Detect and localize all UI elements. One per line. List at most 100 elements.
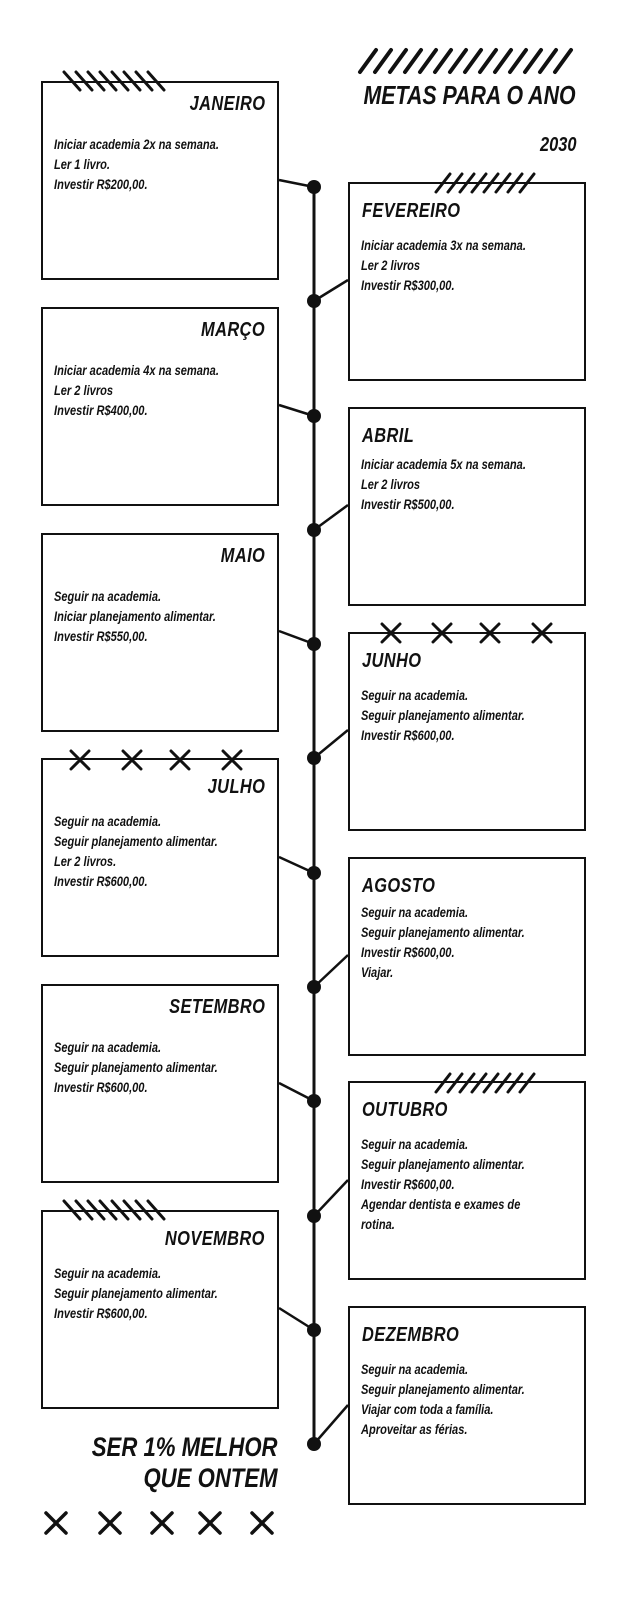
- goal-line: Seguir na academia.: [361, 1137, 469, 1152]
- month-title: MAIO: [220, 545, 265, 567]
- goal-line: Investir R$500,00.: [361, 497, 455, 512]
- month-goals: Seguir na academia. Seguir planejamento …: [361, 1135, 574, 1235]
- month-card-maio: MAIO Seguir na academia. Iniciar planeja…: [41, 533, 279, 732]
- goal-line: Seguir planejamento alimentar.: [54, 834, 218, 849]
- bottom-cross-icon: [44, 1511, 274, 1535]
- goal-line: Investir R$550,00.: [54, 629, 148, 644]
- month-goals: Seguir na academia. Seguir planejamento …: [361, 1360, 574, 1440]
- goal-line: Ler 1 livro.: [54, 157, 110, 172]
- goal-line: Iniciar academia 2x na semana.: [54, 137, 219, 152]
- goal-line: Investir R$600,00.: [361, 945, 455, 960]
- month-goals: Seguir na academia. Iniciar planejamento…: [54, 587, 267, 647]
- hatch-icon: [62, 1199, 166, 1221]
- goal-line: Iniciar academia 3x na semana.: [361, 238, 526, 253]
- goal-line: Investir R$600,00.: [361, 1177, 455, 1192]
- month-title: OUTUBRO: [362, 1099, 448, 1121]
- goal-line: Investir R$600,00.: [54, 1306, 148, 1321]
- timeline-dot: [307, 1209, 321, 1223]
- cross-icon: [69, 749, 243, 771]
- month-card-setembro: SETEMBRO Seguir na academia. Seguir plan…: [41, 984, 279, 1183]
- month-title: ABRIL: [362, 425, 415, 447]
- month-goals: Seguir na academia. Seguir planejamento …: [361, 686, 574, 746]
- goal-line: Viajar.: [361, 965, 394, 980]
- timeline-dots: [307, 180, 321, 1451]
- month-card-novembro: NOVEMBRO Seguir na academia. Seguir plan…: [41, 1210, 279, 1409]
- goal-line: Seguir planejamento alimentar.: [361, 1157, 525, 1172]
- hatch-icon: [434, 172, 536, 194]
- page-title: METAS PARA O ANO: [363, 80, 576, 110]
- timeline-dot: [307, 1323, 321, 1337]
- month-title: NOVEMBRO: [165, 1228, 265, 1250]
- motto-line: QUE ONTEM: [143, 1463, 278, 1493]
- goal-line: Seguir planejamento alimentar.: [361, 1382, 525, 1397]
- goal-line: Investir R$200,00.: [54, 177, 148, 192]
- motto-line: SER 1% MELHOR: [92, 1432, 278, 1462]
- timeline-dot: [307, 751, 321, 765]
- month-goals: Iniciar academia 4x na semana. Ler 2 liv…: [54, 361, 267, 421]
- month-title: JANEIRO: [189, 93, 265, 115]
- month-title: SETEMBRO: [168, 996, 265, 1018]
- goal-line: Investir R$600,00.: [54, 1080, 148, 1095]
- page-year: 2030: [539, 134, 576, 156]
- timeline-dot: [307, 180, 321, 194]
- timeline-dot: [307, 294, 321, 308]
- goal-line: Seguir planejamento alimentar.: [361, 925, 525, 940]
- month-card-dezembro: DEZEMBRO Seguir na academia. Seguir plan…: [348, 1306, 586, 1505]
- timeline-dot: [307, 1437, 321, 1451]
- goal-line: Seguir na academia.: [361, 1362, 469, 1377]
- month-goals: Seguir na academia. Seguir planejamento …: [54, 812, 267, 892]
- goal-line: Iniciar academia 4x na semana.: [54, 363, 219, 378]
- goal-line: Seguir na academia.: [361, 688, 469, 703]
- goal-line: Seguir na academia.: [54, 1266, 162, 1281]
- header-hatch-icon: [358, 48, 573, 74]
- month-goals: Iniciar academia 2x na semana. Ler 1 liv…: [54, 135, 267, 195]
- month-title: AGOSTO: [362, 875, 436, 897]
- goal-line: Investir R$600,00.: [54, 874, 148, 889]
- goal-line: Seguir na academia.: [361, 905, 469, 920]
- hatch-icon: [434, 1072, 536, 1094]
- month-title: FEVEREIRO: [362, 200, 461, 222]
- goal-line: Aproveitar as férias.: [361, 1422, 468, 1437]
- month-card-marco: MARÇO Iniciar academia 4x na semana. Ler…: [41, 307, 279, 506]
- month-goals: Seguir na academia. Seguir planejamento …: [54, 1038, 267, 1098]
- month-card-junho: JUNHO Seguir na academia. Seguir planeja…: [348, 632, 586, 831]
- month-goals: Iniciar academia 3x na semana. Ler 2 liv…: [361, 236, 574, 296]
- goal-line: Ler 2 livros.: [54, 854, 117, 869]
- goal-line: Seguir na academia.: [54, 589, 162, 604]
- month-card-janeiro: JANEIRO Iniciar academia 2x na semana. L…: [41, 81, 279, 280]
- timeline-dot: [307, 866, 321, 880]
- timeline-dot: [307, 523, 321, 537]
- month-card-outubro: OUTUBRO Seguir na academia. Seguir plane…: [348, 1081, 586, 1280]
- goal-line: Seguir na academia.: [54, 814, 162, 829]
- month-title: DEZEMBRO: [362, 1324, 460, 1346]
- goal-line: Viajar com toda a família.: [361, 1402, 494, 1417]
- goal-line: rotina.: [361, 1217, 395, 1232]
- goal-line: Agendar dentista e exames de: [361, 1197, 521, 1212]
- goal-line: Seguir planejamento alimentar.: [54, 1060, 218, 1075]
- timeline-dot: [307, 980, 321, 994]
- goal-line: Seguir planejamento alimentar.: [54, 1286, 218, 1301]
- month-goals: Seguir na academia. Seguir planejamento …: [361, 903, 574, 983]
- hatch-icon: [62, 70, 166, 92]
- timeline-dot: [307, 637, 321, 651]
- cross-icon: [380, 622, 553, 644]
- month-title: MARÇO: [201, 319, 265, 341]
- month-card-agosto: AGOSTO Seguir na academia. Seguir planej…: [348, 857, 586, 1056]
- motto-text: SER 1% MELHOR QUE ONTEM: [92, 1432, 278, 1494]
- goal-line: Iniciar planejamento alimentar.: [54, 609, 216, 624]
- goal-line: Seguir na academia.: [54, 1040, 162, 1055]
- goal-line: Investir R$400,00.: [54, 403, 148, 418]
- goal-line: Investir R$600,00.: [361, 728, 455, 743]
- goal-line: Seguir planejamento alimentar.: [361, 708, 525, 723]
- goal-line: Investir R$300,00.: [361, 278, 455, 293]
- month-goals: Iniciar academia 5x na semana. Ler 2 liv…: [361, 455, 574, 515]
- month-goals: Seguir na academia. Seguir planejamento …: [54, 1264, 267, 1324]
- month-card-julho: JULHO Seguir na academia. Seguir planeja…: [41, 758, 279, 957]
- timeline-dot: [307, 409, 321, 423]
- timeline-dot: [307, 1094, 321, 1108]
- month-card-abril: ABRIL Iniciar academia 5x na semana. Ler…: [348, 407, 586, 606]
- goal-line: Iniciar academia 5x na semana.: [361, 457, 526, 472]
